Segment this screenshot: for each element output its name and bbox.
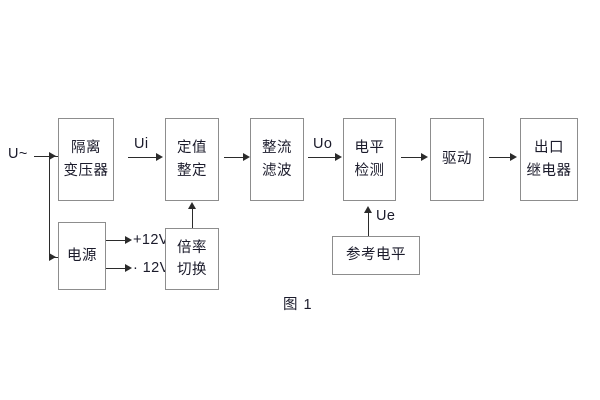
rail-label-positive: +12V — [133, 232, 169, 248]
block-setpoint-setting[interactable]: 定值 整定 — [165, 118, 219, 201]
block-setpoint-setting-line2: 整定 — [177, 162, 207, 179]
block-isolation-transformer-line2: 变压器 — [63, 162, 109, 179]
block-multiplier-switch-line2: 切换 — [177, 262, 207, 278]
arrowhead-rail-positive — [125, 236, 132, 244]
connector-source-stub — [34, 156, 50, 157]
block-isolation-transformer[interactable]: 隔离 变压器 — [58, 118, 114, 201]
block-output-relay-line2: 继电器 — [526, 162, 572, 179]
connector-drive-to-relay — [489, 157, 513, 158]
signal-label-uo: Uo — [313, 136, 333, 152]
block-setpoint-setting-line1: 定值 — [177, 140, 207, 157]
block-level-detection[interactable]: 电平 检测 — [343, 118, 396, 201]
connector-transformer-to-setpoint — [128, 157, 158, 158]
block-drive[interactable]: 驱动 — [430, 118, 484, 201]
input-source-label: U~ — [8, 146, 28, 162]
rail-label-negative: · 12V — [133, 260, 170, 276]
arrowhead-reference-to-level — [364, 206, 372, 213]
block-power-supply[interactable]: 电源 — [58, 222, 106, 290]
connector-rectifier-to-level — [308, 157, 337, 158]
signal-label-ue: Ue — [376, 208, 396, 224]
block-drive-line1: 驱动 — [442, 151, 472, 168]
block-level-detection-line1: 电平 — [354, 140, 385, 157]
arrowhead-transformer-to-setpoint — [156, 153, 163, 161]
signal-label-ui: Ui — [134, 136, 149, 152]
arrowhead-level-to-drive — [421, 153, 428, 161]
connector-level-to-drive — [401, 157, 424, 158]
block-rectifier-filter-line1: 整流 — [262, 140, 292, 157]
connector-rail-positive — [106, 240, 128, 241]
block-power-supply-line1: 电源 — [67, 247, 97, 264]
block-reference-level-line1: 参考电平 — [346, 247, 406, 264]
connector-rail-negative — [106, 268, 128, 269]
block-rectifier-filter[interactable]: 整流 滤波 — [250, 118, 304, 201]
block-reference-level[interactable]: 参考电平 — [332, 236, 420, 275]
arrowhead-source-to-transformer — [49, 152, 56, 160]
connector-reference-to-level — [368, 212, 369, 236]
block-output-relay[interactable]: 出口 继电器 — [520, 118, 578, 201]
block-rectifier-filter-line2: 滤波 — [262, 162, 292, 179]
block-multiplier-switch-line1: 倍率 — [177, 239, 207, 256]
arrowhead-drive-to-relay — [510, 153, 517, 161]
arrowhead-source-to-power — [49, 253, 56, 261]
block-level-detection-line2: 检测 — [354, 162, 385, 179]
connector-source-bus — [49, 156, 50, 257]
connector-multiplier-to-setpoint — [192, 208, 193, 228]
figure-caption: 图 1 — [283, 297, 313, 313]
connector-setpoint-to-rectifier — [224, 157, 246, 158]
arrowhead-rail-negative — [125, 264, 132, 272]
block-multiplier-switch[interactable]: 倍率 切换 — [165, 228, 219, 290]
block-output-relay-line1: 出口 — [534, 140, 564, 157]
arrowhead-rectifier-to-level — [335, 153, 342, 161]
arrowhead-multiplier-to-setpoint — [188, 202, 196, 209]
arrowhead-setpoint-to-rectifier — [243, 153, 250, 161]
block-isolation-transformer-line1: 隔离 — [71, 140, 101, 157]
